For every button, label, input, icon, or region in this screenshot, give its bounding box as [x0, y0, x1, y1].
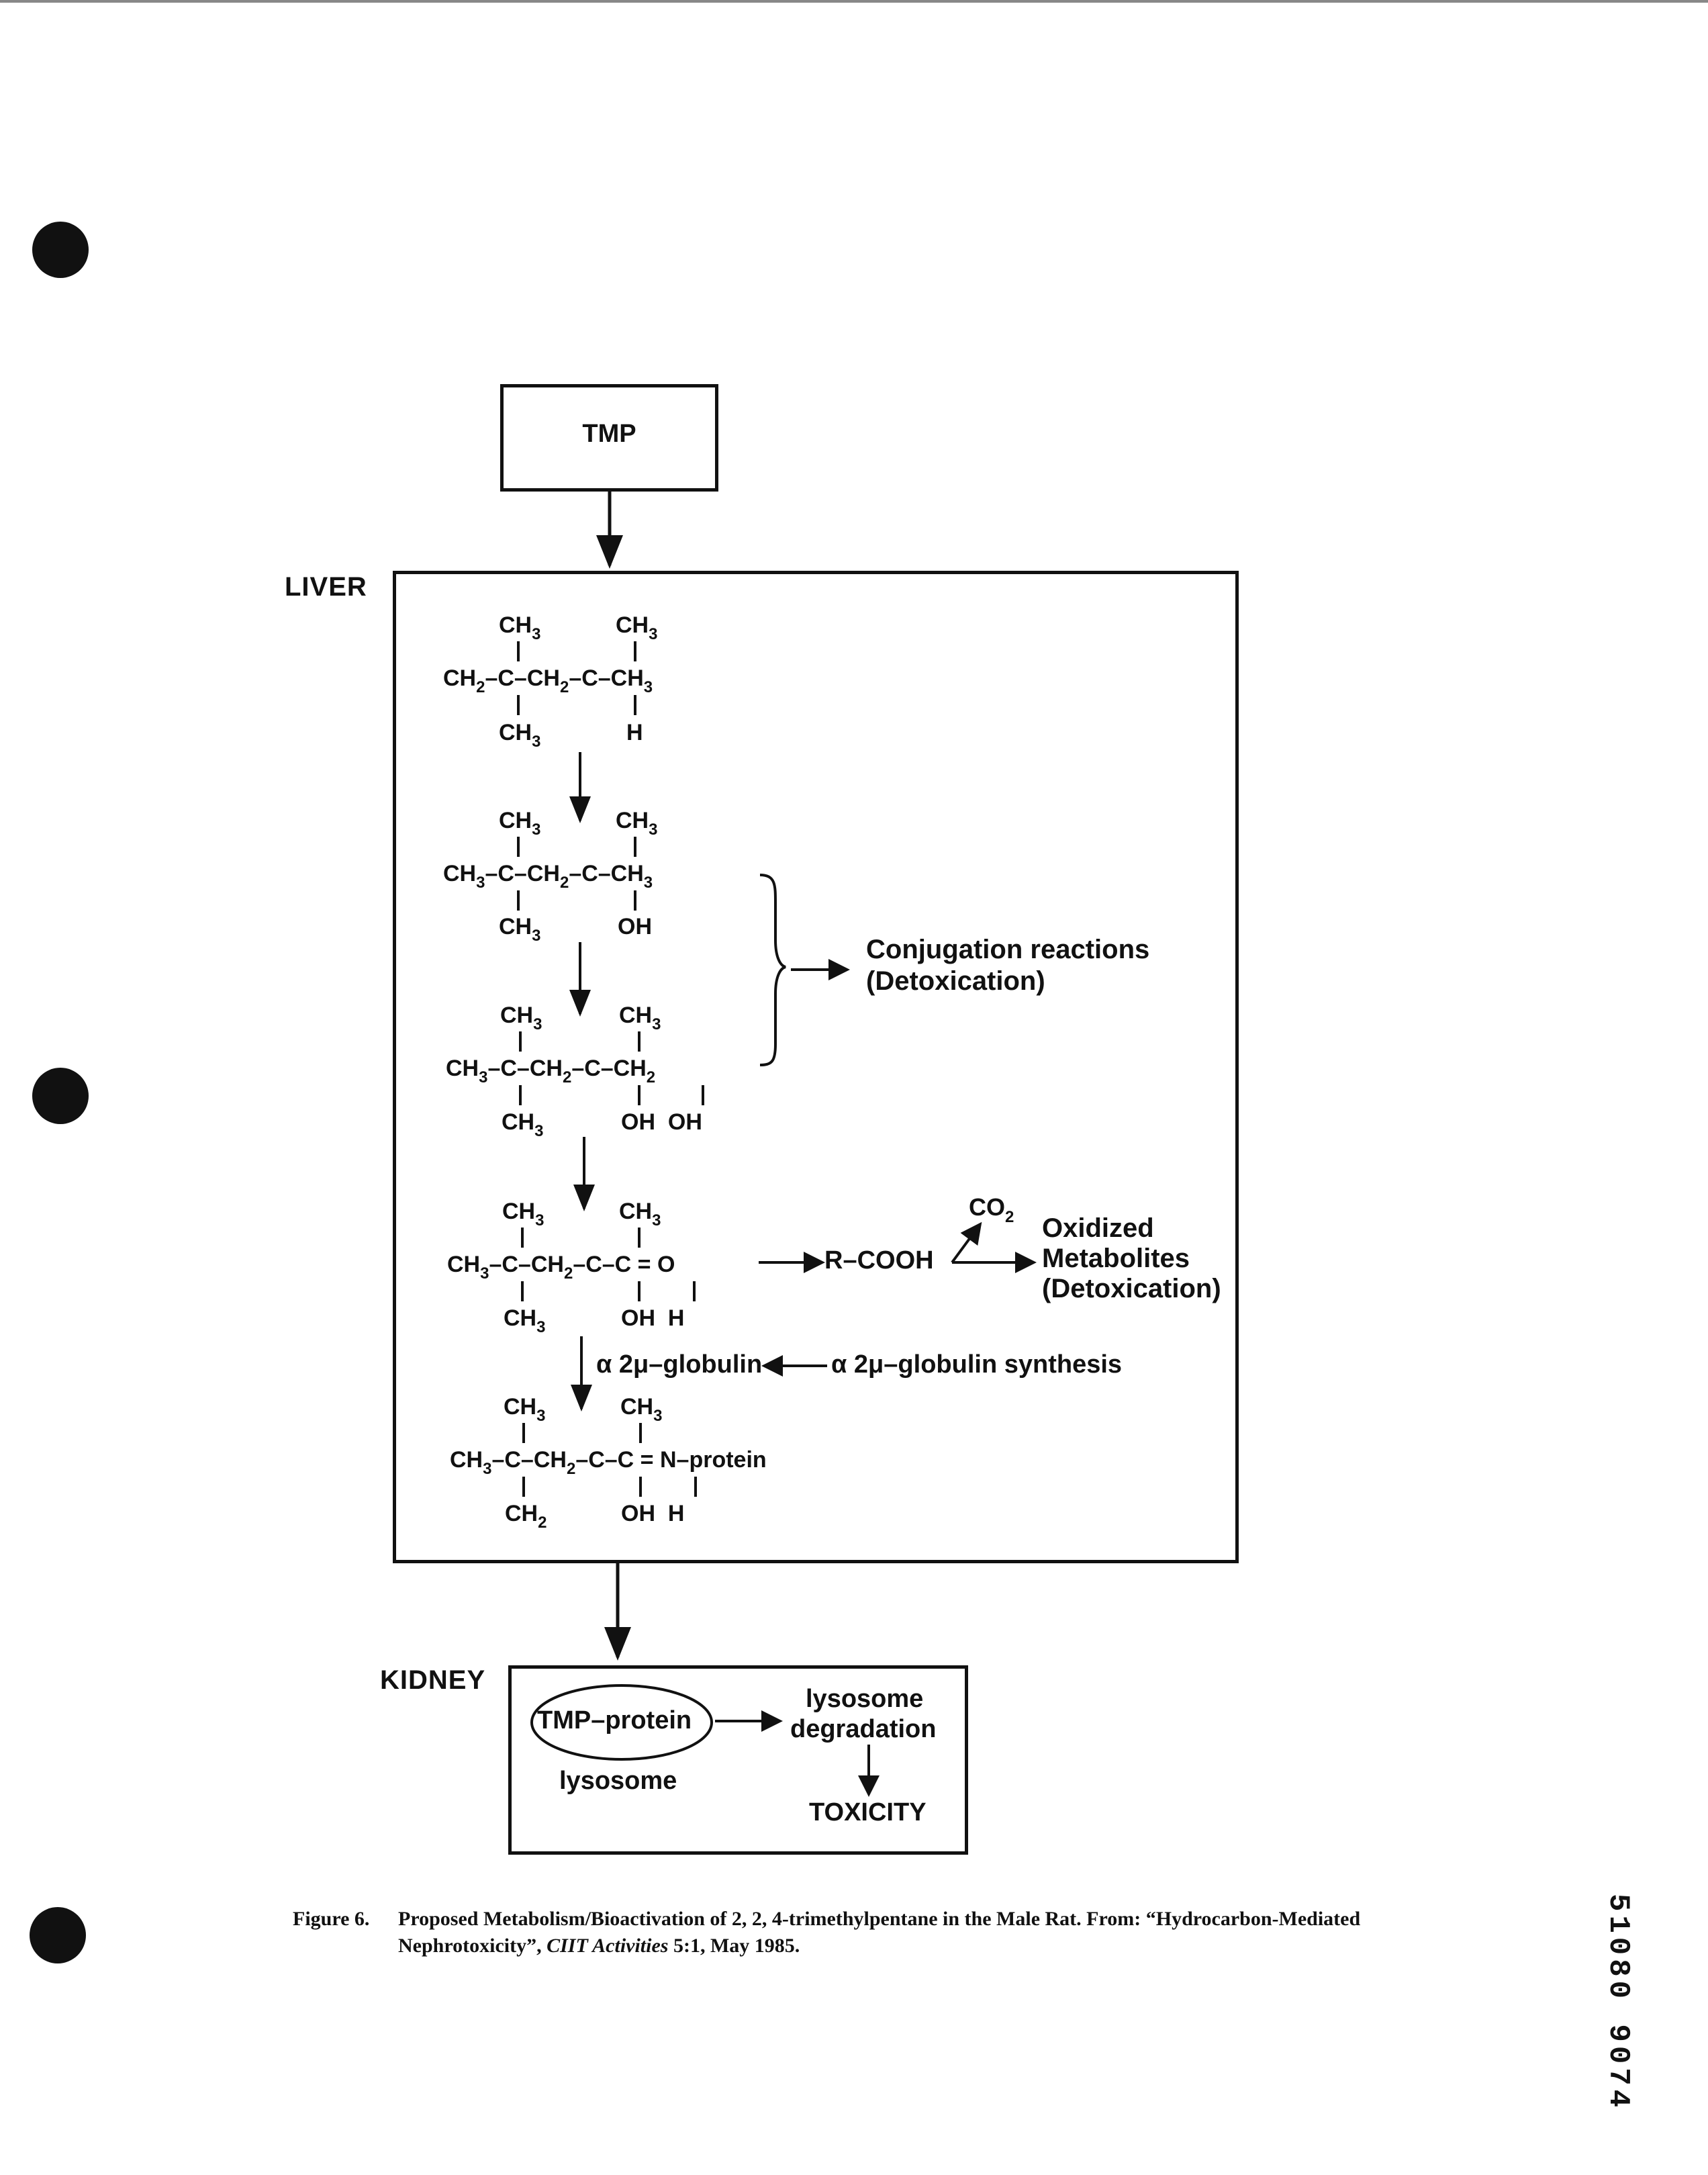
tmp-box: TMP	[500, 384, 718, 492]
structure-3-bottom-left: CH3	[502, 1109, 544, 1140]
structure-5-top-left: CH3	[504, 1394, 546, 1425]
oxidized-line-1: Oxidized	[1042, 1213, 1154, 1243]
tmp-label: TMP	[582, 420, 636, 448]
structure-2-top-left: CH3	[499, 808, 541, 839]
structure-5-top-right: CH3	[620, 1394, 663, 1425]
structure-4-top-right: CH3	[619, 1199, 661, 1230]
structure-4-main-chain: CH3–C–CH2–C–C = O	[447, 1252, 675, 1283]
caption-line-2a: Nephrotoxicity”,	[398, 1935, 547, 1957]
caption-label: Figure 6.	[293, 1908, 370, 1930]
tmp-protein-label: TMP–protein	[537, 1706, 692, 1734]
figure-caption: Figure 6. Proposed Metabolism/Bioactivat…	[293, 1906, 1568, 1957]
scan-edge-line	[0, 0, 1708, 3]
kidney-box	[508, 1665, 968, 1855]
degradation-line-2: degradation	[790, 1715, 937, 1743]
document-id: 51080 9074	[1601, 1894, 1635, 2112]
globulin-synthesis-label: α 2μ–globulin synthesis	[831, 1350, 1123, 1379]
conjugation-brace	[759, 874, 786, 1066]
lysosome-label: lysosome	[559, 1767, 677, 1795]
structure-5-bottom-left: CH2	[505, 1501, 547, 1532]
structure-2-top-right: CH3	[616, 808, 658, 839]
caption-journal: CIIT Activities	[547, 1935, 669, 1957]
structure-4-bottom-right: OH H	[621, 1305, 685, 1331]
caption-line-1: Proposed Metabolism/Bioactivation of 2, …	[398, 1908, 1361, 1930]
structure-1-top-left: CH3	[499, 612, 541, 643]
binder-hole-top	[32, 222, 89, 278]
structure-1-main-chain: CH2–C–CH2–C–CH3	[443, 665, 653, 696]
caption-line-2c: 5:1, May 1985.	[668, 1935, 800, 1957]
structure-3-top-left: CH3	[500, 1003, 542, 1033]
toxicity-label: TOXICITY	[809, 1798, 927, 1826]
tmp-protein-ellipse	[530, 1684, 713, 1761]
structure-3-main-chain: CH3–C–CH2–C–CH2	[446, 1056, 656, 1086]
structure-2-main-chain: CH3–C–CH2–C–CH3	[443, 861, 653, 892]
structure-5-main-chain: CH3–C–CH2–C–C = N–protein	[450, 1447, 767, 1478]
structure-1-bottom-left: CH3	[499, 720, 541, 751]
arrow-to-co2	[951, 1221, 982, 1264]
liver-box	[393, 571, 1239, 1563]
binder-hole-middle	[32, 1068, 89, 1124]
degradation-line-1: lysosome	[806, 1685, 924, 1713]
structure-3-bottom-right: OH OH	[621, 1109, 702, 1135]
structure-5-bottom-right: OH H	[621, 1501, 685, 1526]
structure-4-top-left: CH3	[502, 1199, 544, 1230]
kidney-label: KIDNEY	[380, 1665, 486, 1695]
binder-hole-bottom	[30, 1907, 86, 1963]
structure-2-bottom-left: CH3	[499, 914, 541, 945]
co2-label: CO2	[969, 1193, 1014, 1226]
conjugation-line-2: (Detoxication)	[866, 966, 1045, 996]
conjugation-line-1: Conjugation reactions	[866, 935, 1150, 964]
structure-1-top-right: CH3	[616, 612, 658, 643]
structure-4-bottom-left: CH3	[504, 1305, 546, 1336]
oxidized-line-3: (Detoxication)	[1042, 1274, 1221, 1303]
acid-label: R–COOH	[824, 1246, 934, 1275]
structure-3-top-right: CH3	[619, 1003, 661, 1033]
structure-2-bottom-right: OH	[618, 914, 652, 939]
structure-1-bottom-right: H	[626, 720, 643, 745]
globulin-bound-label: α 2μ–globulin	[596, 1350, 763, 1379]
oxidized-line-2: Metabolites	[1042, 1244, 1190, 1273]
liver-label: LIVER	[285, 572, 367, 602]
